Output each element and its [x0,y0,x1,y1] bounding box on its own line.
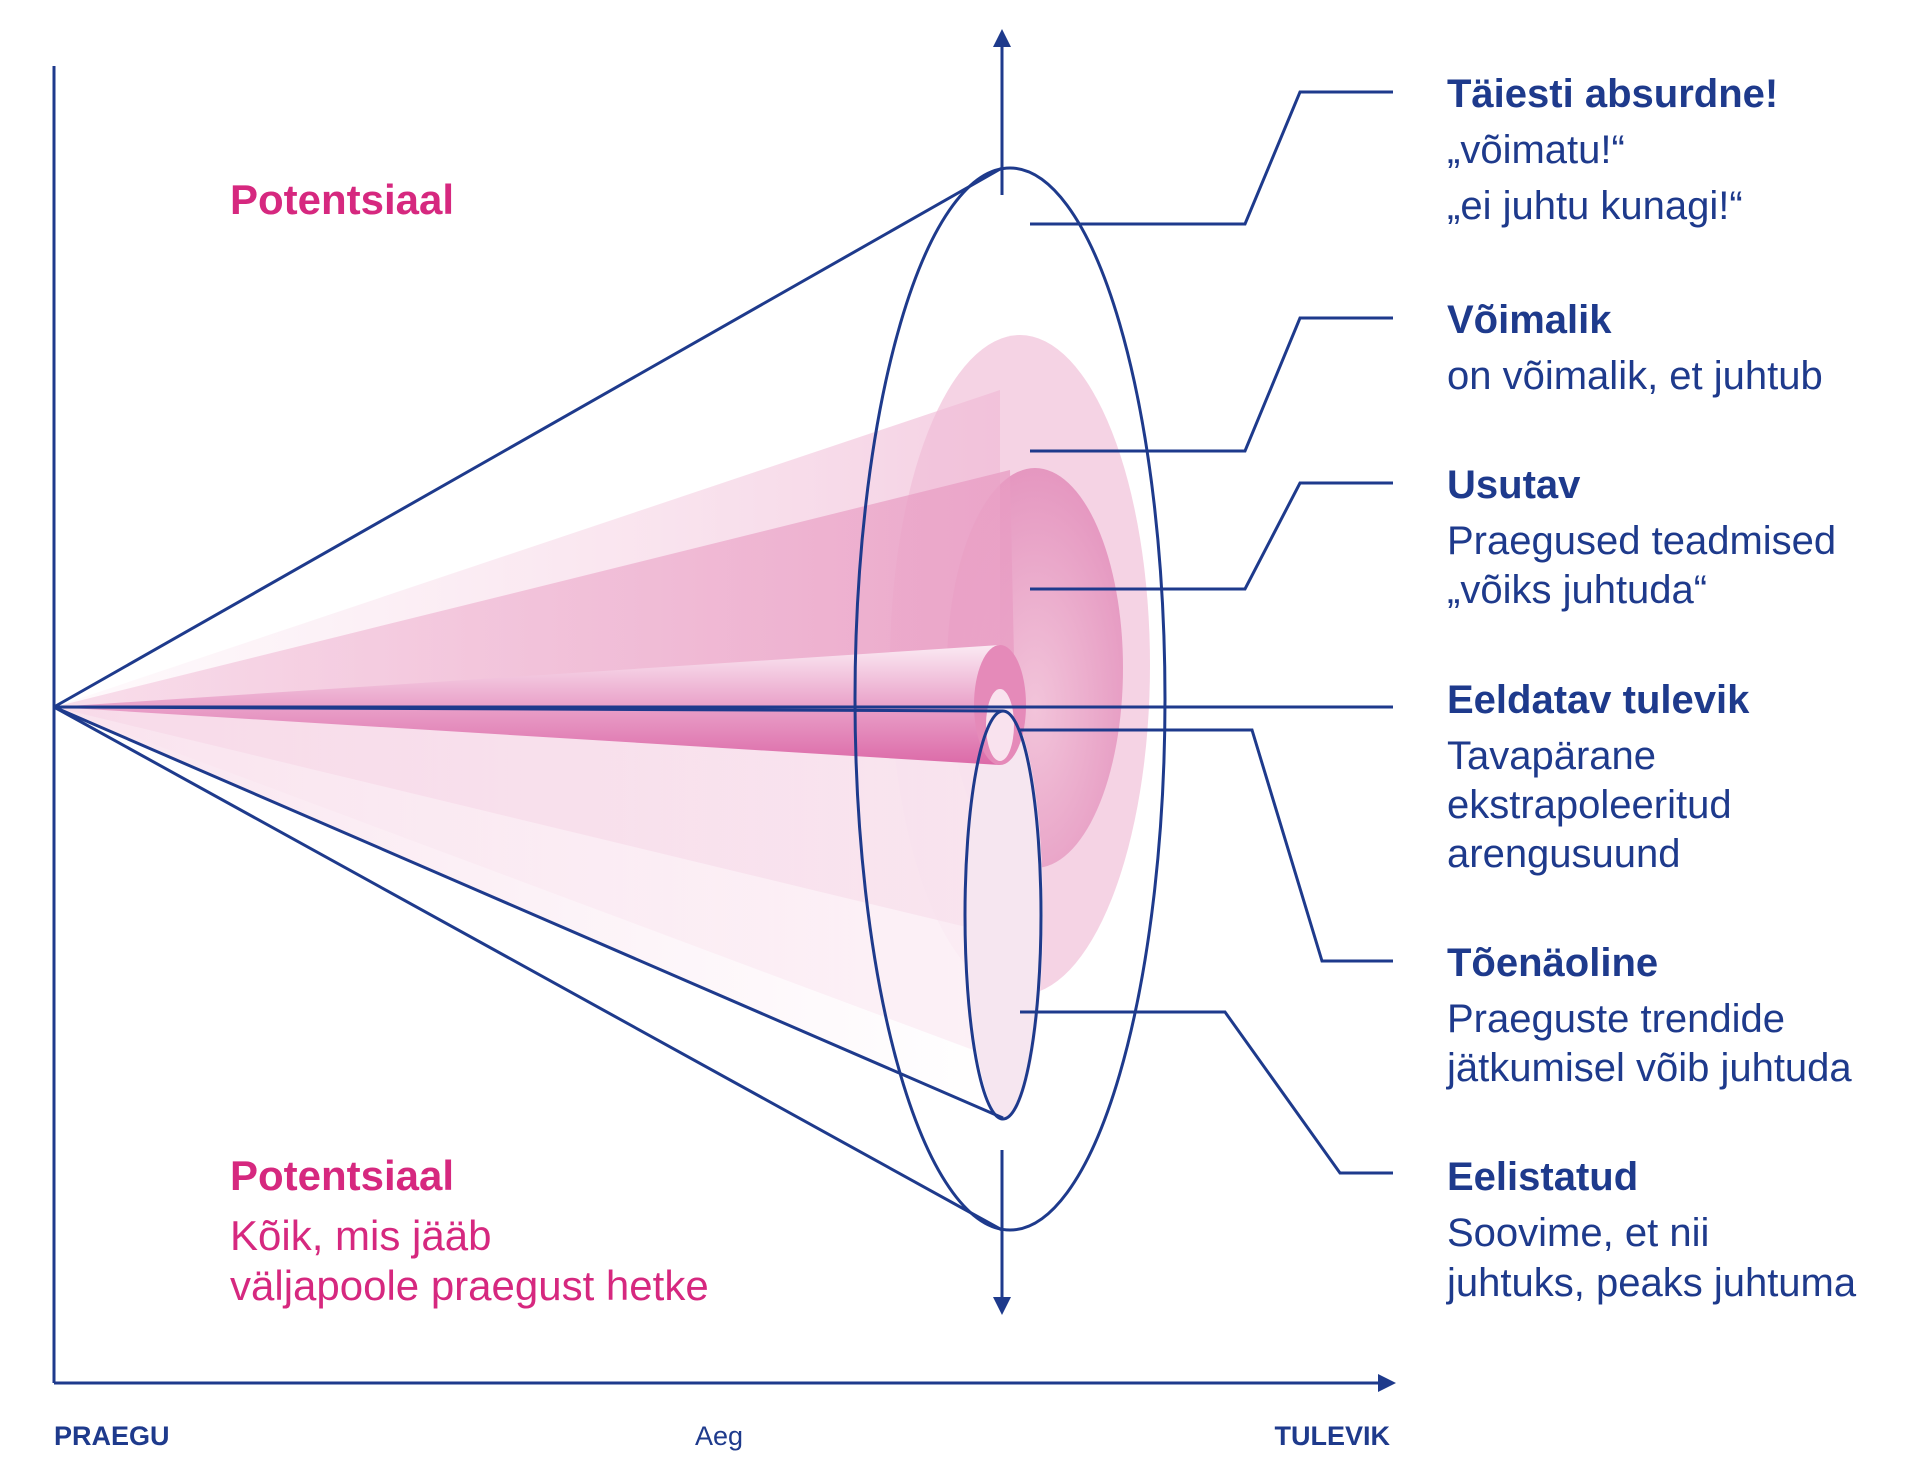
label-preferred-line-1: Soovime, et nii [1447,1211,1709,1255]
label-probable: Tõenäoline Praeguste trendide jätkumisel… [1446,941,1852,1090]
label-probable-line-1: Praeguste trendide [1447,997,1785,1041]
label-projected-title: Eeldatav tulevik [1447,678,1750,722]
potential-top-title: Potentsiaal [230,176,454,223]
axis-label-now: PRAEGU [54,1421,170,1451]
outer-cone-ellipse [853,166,1167,1232]
potential-bottom-title: Potentsiaal [230,1152,454,1199]
label-plausible-title: Usutav [1447,463,1581,507]
label-projected-line-2: ekstrapoleeritud [1447,783,1732,827]
label-plausible: Usutav Praegused teadmised „võiks juhtud… [1447,463,1836,612]
potential-bottom: Potentsiaal Kõik, mis jääb väljapoole pr… [230,1152,709,1309]
label-probable-title: Tõenäoline [1447,941,1658,985]
cone-fills [54,335,1150,1120]
label-projected-line-1: Tavapärane [1447,734,1656,778]
leader-lines [1020,90,1393,1175]
label-possible-line-1: on võimalik, et juhtub [1447,354,1823,398]
label-plausible-line-2: „võiks juhtuda“ [1447,568,1707,612]
projected-tube [54,645,1000,765]
label-probable-line-2: jätkumisel võib juhtuda [1446,1046,1852,1090]
label-plausible-line-1: Praegused teadmised [1447,519,1836,563]
label-preferred-title: Eelistatud [1447,1155,1638,1199]
preferred-ellipse-fill [967,711,1043,1119]
label-possible: Võimalik on võimalik, et juhtub [1447,298,1823,398]
preferred-cone-ellipse [963,709,1043,1121]
label-projected: Eeldatav tulevik Tavapärane ekstrapoleer… [1447,678,1750,876]
label-absurd-line-1: „võimatu!“ [1447,128,1625,172]
preferred-edge-bottom [53,705,1004,1120]
axis-labels: PRAEGU Aeg TULEVIK [54,1421,1390,1451]
label-possible-title: Võimalik [1447,298,1612,342]
label-preferred: Eelistatud Soovime, et nii juhtuks, peak… [1446,1155,1857,1305]
leader-probable [1020,728,1393,963]
label-preferred-line-2: juhtuks, peaks juhtuma [1446,1261,1857,1305]
potential-bottom-line-1: Kõik, mis jääb [230,1212,491,1259]
potential-bottom-line-2: väljapoole praegust hetke [230,1262,709,1309]
leader-plausible [1030,481,1393,591]
label-absurd-title: Täiesti absurdne! [1447,72,1778,116]
cone-edge-top [53,166,1003,709]
axis-label-time: Aeg [695,1421,743,1451]
label-absurd: Täiesti absurdne! „võimatu!“ „ei juhtu k… [1447,72,1778,228]
label-projected-line-3: arengusuund [1447,832,1681,876]
leader-preferred [1020,1010,1393,1175]
cone-edge-bottom [53,705,1003,1232]
label-absurd-line-2: „ei juhtu kunagi!“ [1447,184,1743,228]
leader-possible [1030,316,1393,453]
potential-top: Potentsiaal [230,176,454,223]
cone-outlines [53,166,1393,1232]
axis-label-future: TULEVIK [1274,1421,1390,1451]
leader-absurd [1030,90,1393,226]
